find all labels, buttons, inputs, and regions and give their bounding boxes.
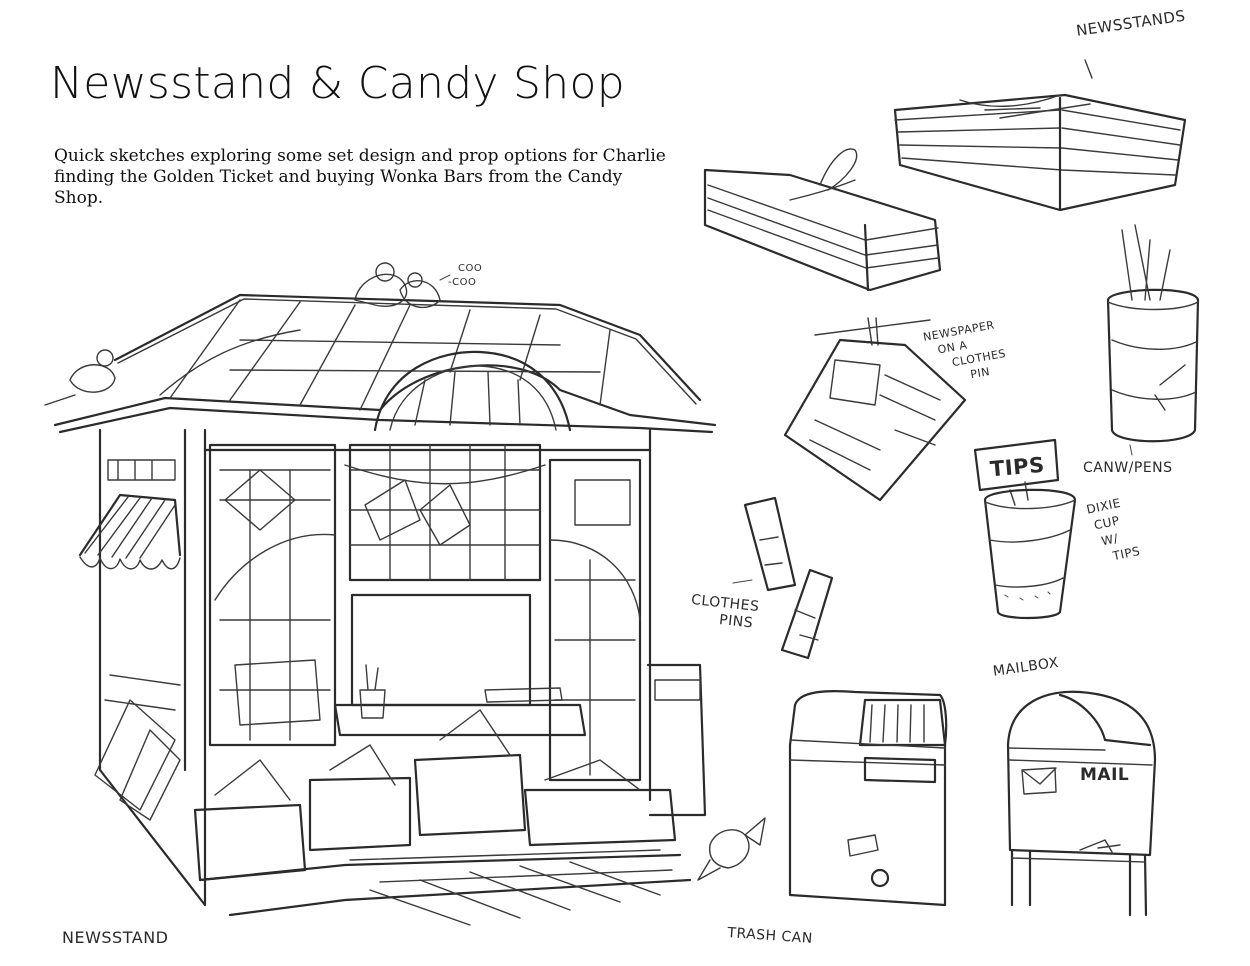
- mailbox-sketch: [1008, 692, 1155, 915]
- can-with-pens-sketch: [1108, 225, 1198, 455]
- trash-can-sketch: [698, 691, 946, 905]
- newspaper-on-clothespin-sketch: [785, 318, 965, 500]
- newspaper-stacks-sketch: [705, 60, 1185, 290]
- page-description: Quick sketches exploring some set design…: [54, 146, 666, 208]
- label-mail: MAIL: [1080, 765, 1130, 785]
- label-pigeon-coo: COO -COO: [448, 262, 482, 290]
- label-clothes-pins: CLOTHES PINS: [688, 592, 760, 633]
- dixie-cup-sketch: [975, 440, 1075, 618]
- page-title: Newsstand & Candy Shop: [50, 58, 625, 109]
- newsstand-sketch: [45, 263, 715, 925]
- label-pigeon-coo-1: COO: [458, 263, 483, 274]
- label-can-pens: CANW/PENS: [1083, 460, 1173, 476]
- label-tips-sign: TIPS: [989, 452, 1046, 482]
- label-newsstand: NEWSSTAND: [62, 928, 169, 947]
- clothespins-sketch: [733, 498, 832, 658]
- label-pigeon-coo-2: -COO: [448, 277, 477, 288]
